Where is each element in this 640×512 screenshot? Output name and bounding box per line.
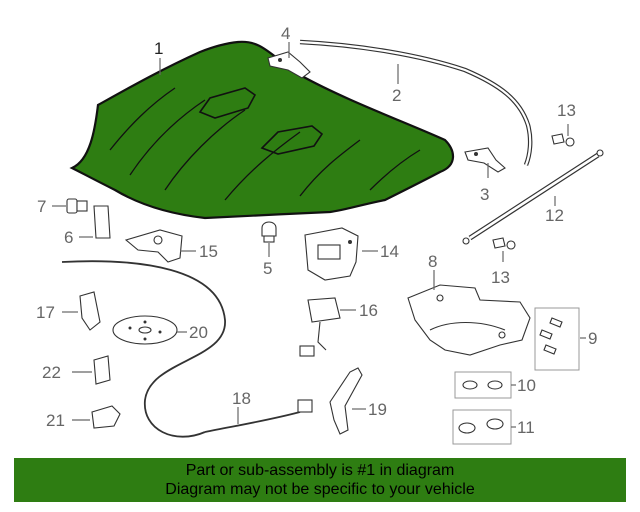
bumper-part-5[interactable] <box>261 221 277 243</box>
ball-stud-part-13-lower[interactable] <box>492 237 516 250</box>
pad-part-6[interactable] <box>93 205 111 239</box>
callout-21[interactable]: 21 <box>46 411 65 430</box>
bolt-part-7[interactable] <box>66 198 88 214</box>
bracket-part-3[interactable] <box>464 147 506 173</box>
callout-17[interactable]: 17 <box>36 303 55 322</box>
bracket-part-4[interactable] <box>267 51 311 79</box>
callout-12[interactable]: 12 <box>545 206 564 225</box>
release-handle-part-19[interactable] <box>329 367 363 435</box>
callout-15[interactable]: 15 <box>199 242 218 261</box>
callout-2[interactable]: 2 <box>392 86 401 105</box>
release-cable-part-18[interactable] <box>61 260 313 438</box>
latch-part-14[interactable] <box>304 227 359 281</box>
insulator-clip-part-20[interactable] <box>112 315 178 345</box>
lift-support-part-12[interactable] <box>462 149 604 245</box>
weatherstrip-part-2[interactable] <box>299 39 533 166</box>
callout-13-lower[interactable]: 13 <box>491 268 510 287</box>
striker-part-15[interactable] <box>124 229 183 263</box>
hinge-part-8[interactable] <box>407 284 531 356</box>
callout-16[interactable]: 16 <box>359 301 378 320</box>
switch-part-16[interactable] <box>299 297 341 357</box>
callout-8[interactable]: 8 <box>428 252 437 271</box>
banner-line-1: Part or sub-assembly is #1 in diagram <box>185 462 455 479</box>
callout-13-upper[interactable]: 13 <box>557 101 576 120</box>
callout-22[interactable]: 22 <box>42 363 61 382</box>
info-banner: Part or sub-assembly is #1 in diagram Di… <box>14 458 626 502</box>
callout-6[interactable]: 6 <box>64 228 73 247</box>
callout-7[interactable]: 7 <box>37 197 46 216</box>
grommets-part-11[interactable] <box>452 409 512 445</box>
bolts-part-9[interactable] <box>534 307 580 371</box>
parts-diagram: 1 2 3 4 5 6 7 8 <box>36 24 604 445</box>
callout-11[interactable]: 11 <box>517 418 535 437</box>
bracket-part-22[interactable] <box>93 355 111 385</box>
bumper-part-21[interactable] <box>91 405 121 429</box>
callout-14[interactable]: 14 <box>380 242 399 261</box>
ball-stud-part-13-upper[interactable] <box>551 133 575 147</box>
callout-5[interactable]: 5 <box>263 259 272 278</box>
callout-4[interactable]: 4 <box>281 24 290 43</box>
callout-10[interactable]: 10 <box>517 376 536 395</box>
callout-20[interactable]: 20 <box>189 323 208 342</box>
clip-part-17[interactable] <box>79 291 101 331</box>
hood-part-1[interactable] <box>69 40 455 220</box>
callout-18[interactable]: 18 <box>232 389 251 408</box>
callout-19[interactable]: 19 <box>368 400 387 419</box>
callout-1[interactable]: 1 <box>154 39 163 58</box>
callout-3[interactable]: 3 <box>480 185 489 204</box>
callout-9[interactable]: 9 <box>588 329 597 348</box>
banner-line-2: Diagram may not be specific to your vehi… <box>165 481 475 498</box>
grommets-part-10[interactable] <box>454 371 512 399</box>
